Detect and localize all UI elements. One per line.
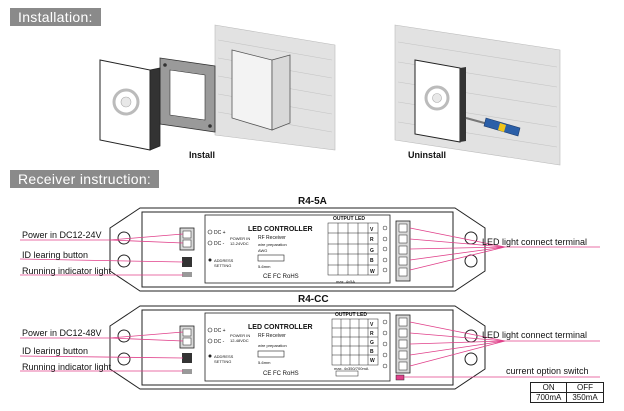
r4cc-id-button bbox=[182, 353, 192, 363]
r4cc-running-label: Running indicator light bbox=[22, 362, 112, 372]
svg-text:G: G bbox=[370, 340, 374, 346]
uninstall-caption: Uninstall bbox=[408, 150, 447, 160]
r45a-device-title: LED CONTROLLER bbox=[248, 226, 313, 233]
r4cc-output-led: OUTPUT LED bbox=[335, 312, 367, 318]
r45a-max: max. 4x5A bbox=[336, 279, 355, 284]
switch-off-header: OFF bbox=[566, 382, 604, 393]
r4cc-wire-prep: wire preparation bbox=[258, 343, 287, 348]
r4cc-indicator-led bbox=[182, 369, 192, 374]
r45a-running-label: Running indicator light bbox=[22, 266, 112, 276]
r4cc-dc-minus: DC - bbox=[214, 339, 225, 345]
r4cc-dc-circles bbox=[207, 327, 213, 358]
r4cc-dc-plus: DC + bbox=[214, 328, 226, 334]
r45a-indicator-led bbox=[182, 272, 192, 277]
r45a-title: R4-5A bbox=[298, 196, 327, 207]
r45a-output-led: OUTPUT LED bbox=[333, 216, 365, 222]
r45a-input-terminal bbox=[179, 227, 195, 251]
r45a-channel-labels: V R G B W bbox=[370, 227, 375, 275]
r45a-address: ADDRESS bbox=[214, 258, 234, 263]
dimmer-panel-install bbox=[99, 59, 161, 151]
r4cc-title: R4-CC bbox=[298, 294, 329, 305]
r45a-output-terminal bbox=[395, 220, 411, 282]
screwdriver-icon bbox=[465, 117, 521, 137]
r45a-wire-prep: wire preparation bbox=[258, 242, 287, 247]
switch-on-value: 700mA bbox=[529, 392, 568, 403]
svg-text:W: W bbox=[370, 269, 375, 275]
dimmer-panel-uninstall bbox=[414, 59, 466, 143]
r4cc-output-terminal bbox=[395, 314, 411, 374]
svg-text:V: V bbox=[370, 322, 374, 328]
r4cc-power-in: POWER IN bbox=[230, 333, 250, 338]
r4cc-max: max. 4x350/700mA bbox=[334, 366, 369, 371]
r45a-dc-plus: DC + bbox=[214, 230, 226, 236]
r4cc-output-grid bbox=[331, 318, 388, 369]
r45a-device-subtitle: RF Receiver bbox=[258, 235, 286, 241]
r4cc-diagram: LED CONTROLLER RF Receiver DC + DC - POW… bbox=[19, 305, 600, 390]
r45a-wire-gauge: AWG bbox=[258, 248, 267, 253]
r4cc-led-label: LED light connect terminal bbox=[482, 330, 588, 340]
r4cc-power-label: Power in DC12-48V bbox=[22, 328, 102, 338]
r4cc-device-subtitle: RF Receiver bbox=[258, 333, 286, 339]
r45a-callout-lines bbox=[19, 227, 600, 276]
receiver-header: Receiver instruction: bbox=[10, 170, 160, 188]
svg-text:R: R bbox=[370, 237, 374, 243]
r4cc-wire-len: 5-6mm bbox=[258, 360, 271, 365]
r45a-id-label: ID learing button bbox=[22, 250, 89, 260]
install-caption: Install bbox=[189, 150, 216, 160]
r45a-power-range: 12-24VDC bbox=[230, 241, 249, 246]
r45a-output-grid bbox=[327, 222, 388, 276]
installation-header: Installation: bbox=[10, 8, 101, 26]
r45a-cert: CE FC RoHS bbox=[263, 274, 299, 280]
r45a-dc-circles bbox=[207, 229, 213, 262]
svg-text:G: G bbox=[370, 248, 374, 254]
svg-text:B: B bbox=[370, 349, 374, 355]
r45a-power-label: Power in DC12-24V bbox=[22, 230, 102, 240]
r4cc-id-label: ID learing button bbox=[22, 346, 89, 356]
r4cc-callout-lines bbox=[19, 321, 600, 378]
back-box bbox=[231, 49, 291, 131]
r4cc-wire-box bbox=[257, 350, 285, 358]
r4cc-device-title: LED CONTROLLER bbox=[248, 324, 313, 331]
r45a-diagram: LED CONTROLLER RF Receiver DC + DC - POW… bbox=[19, 207, 600, 292]
r4cc-address: ADDRESS bbox=[214, 354, 234, 359]
r4cc-cert: CE FC RoHS bbox=[263, 371, 299, 377]
switch-on-header: ON bbox=[529, 382, 568, 393]
current-option-table: ON OFF 700mA 350mA bbox=[529, 382, 604, 403]
r4cc-setting: SETTING bbox=[214, 359, 231, 364]
r45a-led-label: LED light connect terminal bbox=[482, 237, 588, 247]
install-illustration bbox=[99, 24, 561, 166]
r45a-id-button bbox=[182, 257, 192, 267]
r4cc-switch-graphic bbox=[335, 370, 359, 377]
svg-text:V: V bbox=[370, 227, 374, 233]
r4cc-switch-label: current option switch bbox=[506, 366, 589, 376]
r45a-dc-minus: DC - bbox=[214, 241, 225, 247]
r45a-wire-box bbox=[257, 254, 285, 262]
svg-text:W: W bbox=[370, 358, 375, 364]
r4cc-option-switch bbox=[395, 374, 405, 381]
r45a-wire-len: 5-6mm bbox=[258, 264, 271, 269]
r4cc-input-terminal bbox=[179, 325, 195, 349]
switch-off-value: 350mA bbox=[566, 392, 604, 403]
svg-text:R: R bbox=[370, 331, 374, 337]
r4cc-channel-labels: V R G B W bbox=[370, 322, 375, 364]
r45a-power-in: POWER IN bbox=[230, 236, 250, 241]
r4cc-housing bbox=[109, 305, 486, 390]
mounting-frame bbox=[159, 57, 216, 133]
r45a-setting: SETTING bbox=[214, 263, 231, 268]
r4cc-power-range: 12-48VDC bbox=[230, 338, 249, 343]
svg-text:B: B bbox=[370, 258, 374, 264]
